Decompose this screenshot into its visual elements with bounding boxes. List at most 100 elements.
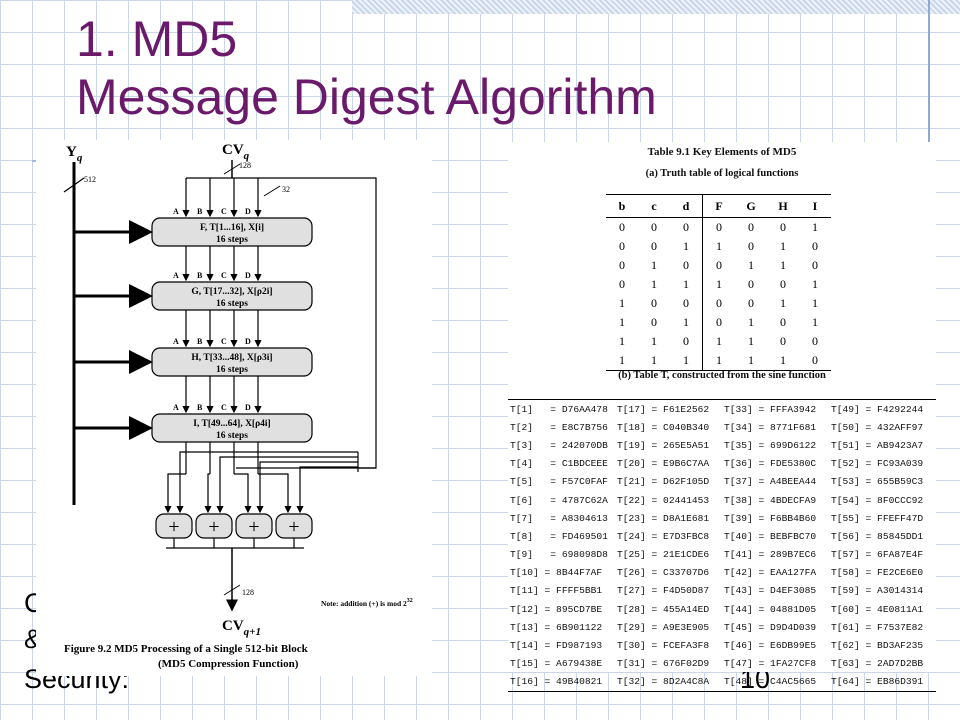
feed-lines — [74, 220, 153, 440]
truth-header-cell: b — [606, 194, 638, 218]
truth-cell: 0 — [748, 239, 754, 253]
adder-plus-icon: + — [168, 516, 179, 538]
truth-cell: 1 — [638, 351, 670, 371]
sine-table-cell: T[20] = E9B6C7AA — [617, 458, 710, 470]
cvq1-label: CVq+1 — [222, 618, 261, 638]
sine-table-cell: T[1] = D76AA478 — [510, 403, 608, 415]
round-function-label: H, T[33...48], X[ρ3i] — [191, 353, 272, 363]
sine-table-cell: T[15] = A679438E — [510, 658, 603, 670]
slide-title: 1. MD5 Message Digest Algorithm — [76, 10, 657, 126]
sine-table-cell: T[24] = E7D3FBC8 — [617, 530, 710, 542]
addition-note: Note: addition (+) is mod 232 — [321, 598, 413, 608]
slide-top-band — [352, 0, 960, 14]
round-steps-label: 16 steps — [216, 431, 248, 441]
adder-plus-icon: + — [248, 516, 259, 538]
truth-cell: 0 — [748, 296, 754, 310]
register-label: C — [221, 337, 227, 346]
title-line-1: 1. MD5 — [76, 11, 238, 67]
truth-cell: 0 — [748, 277, 754, 291]
truth-cell: 0 — [619, 220, 625, 234]
cvq-label: CVq — [222, 142, 250, 162]
register-label: B — [197, 207, 203, 216]
truth-cell: 1 — [619, 334, 625, 348]
sine-table-cell: T[43] = D4EF3085 — [724, 585, 817, 597]
sine-table-cell: T[56] = 85845DD1 — [831, 530, 924, 542]
truth-cell: 0 — [748, 220, 754, 234]
bits-128-bottom-label: 128 — [242, 588, 254, 597]
sine-table-cell: T[50] = 432AFF97 — [831, 421, 924, 433]
truth-cell: 0 — [780, 277, 786, 291]
sine-table-cell: T[26] = C33707D6 — [617, 567, 710, 579]
sine-table-cell: T[8] = FD469501 — [510, 530, 608, 542]
round-steps-label: 16 steps — [216, 299, 248, 309]
sine-table-cell: T[58] = FE2CE6E0 — [831, 567, 924, 579]
truth-cell: 1 — [812, 220, 818, 234]
sine-table-cell: T[42] = EAA127FA — [724, 567, 817, 579]
sine-table-row: T[6] = 4787C62A T[22] = 02441453 T[38] = 4… — [508, 491, 936, 509]
truth-cell: 1 — [702, 351, 735, 371]
truth-cell: 1 — [780, 296, 786, 310]
truth-cell: 0 — [619, 239, 625, 253]
register-label: D — [245, 403, 251, 412]
truth-cell: 0 — [683, 334, 689, 348]
truth-header-cell: I — [799, 194, 831, 218]
table-t-subtitle: (b) Table T, constructed from the sine f… — [618, 370, 826, 381]
sine-table-cell: T[34] = 8771F681 — [724, 421, 817, 433]
truth-cell: 0 — [651, 296, 657, 310]
sine-table-cell: T[62] = BD3AF235 — [831, 640, 924, 652]
register-label: A — [173, 271, 179, 280]
truth-cell: 1 — [767, 351, 799, 371]
register-label: D — [245, 271, 251, 280]
feed-forward-line — [296, 466, 358, 514]
sine-table-cell: T[40] = BEBFBC70 — [724, 530, 817, 542]
sine-table-cell: T[17] = F61E2562 — [617, 403, 710, 415]
round-steps-label: 16 steps — [216, 235, 248, 245]
truth-cell: 1 — [651, 277, 657, 291]
yq-label: Yq — [66, 144, 83, 164]
sine-table-cell: T[59] = A3014314 — [831, 585, 924, 597]
truth-cell: 0 — [702, 256, 735, 275]
adder-plus-icon: + — [288, 516, 299, 538]
sine-table-cell: T[52] = FC93A039 — [831, 458, 924, 470]
sine-table-cell: T[53] = 655B59C3 — [831, 476, 924, 488]
sine-table-cell: T[47] = 1FA27CF8 — [724, 658, 817, 670]
truth-cell: 0 — [812, 334, 818, 348]
adder-plus-icon: + — [208, 516, 219, 538]
truth-header-cell: F — [702, 194, 735, 218]
sine-table-cell: T[22] = 02441453 — [617, 494, 710, 506]
register-label: B — [197, 403, 203, 412]
sine-table-cell: T[12] = 895CD7BE — [510, 603, 603, 615]
sine-table-cell: T[39] = F6BB4B60 — [724, 512, 817, 524]
sine-table-cell: T[38] = 4BDECFA9 — [724, 494, 817, 506]
truth-cell: 1 — [780, 239, 786, 253]
truth-table-subtitle: (a) Truth table of logical functions — [645, 168, 799, 179]
round-function-label: I, T[49...64], X[ρ4i] — [193, 419, 270, 429]
sine-table-cell: T[23] = D8A1E681 — [617, 512, 710, 524]
truth-cell: 0 — [702, 217, 735, 237]
bits-32-label: 32 — [282, 185, 290, 194]
truth-cell: 1 — [619, 315, 625, 329]
truth-cell: 0 — [702, 294, 735, 313]
slide-accent-line — [928, 0, 930, 150]
truth-cell: 0 — [780, 220, 786, 234]
feed-forward-line — [256, 461, 358, 514]
sine-table-cell: T[6] = 4787C62A — [510, 494, 608, 506]
truth-cell: 0 — [780, 315, 786, 329]
sine-table-cell: T[46] = E6DB99E5 — [724, 640, 817, 652]
adder-input-line — [258, 473, 292, 514]
truth-cell: 0 — [799, 351, 831, 371]
md5-key-elements-table: Table 9.1 Key Elements of MD5 (a) Truth … — [508, 142, 936, 692]
truth-cell: 0 — [619, 277, 625, 291]
truth-cell: 0 — [683, 220, 689, 234]
sine-table-cell: T[55] = FFEFF47D — [831, 512, 924, 524]
feed-forward-line — [176, 451, 358, 514]
sine-table-cell: T[63] = 2AD7D2BB — [831, 658, 924, 670]
feed-forward-bus — [357, 452, 376, 472]
